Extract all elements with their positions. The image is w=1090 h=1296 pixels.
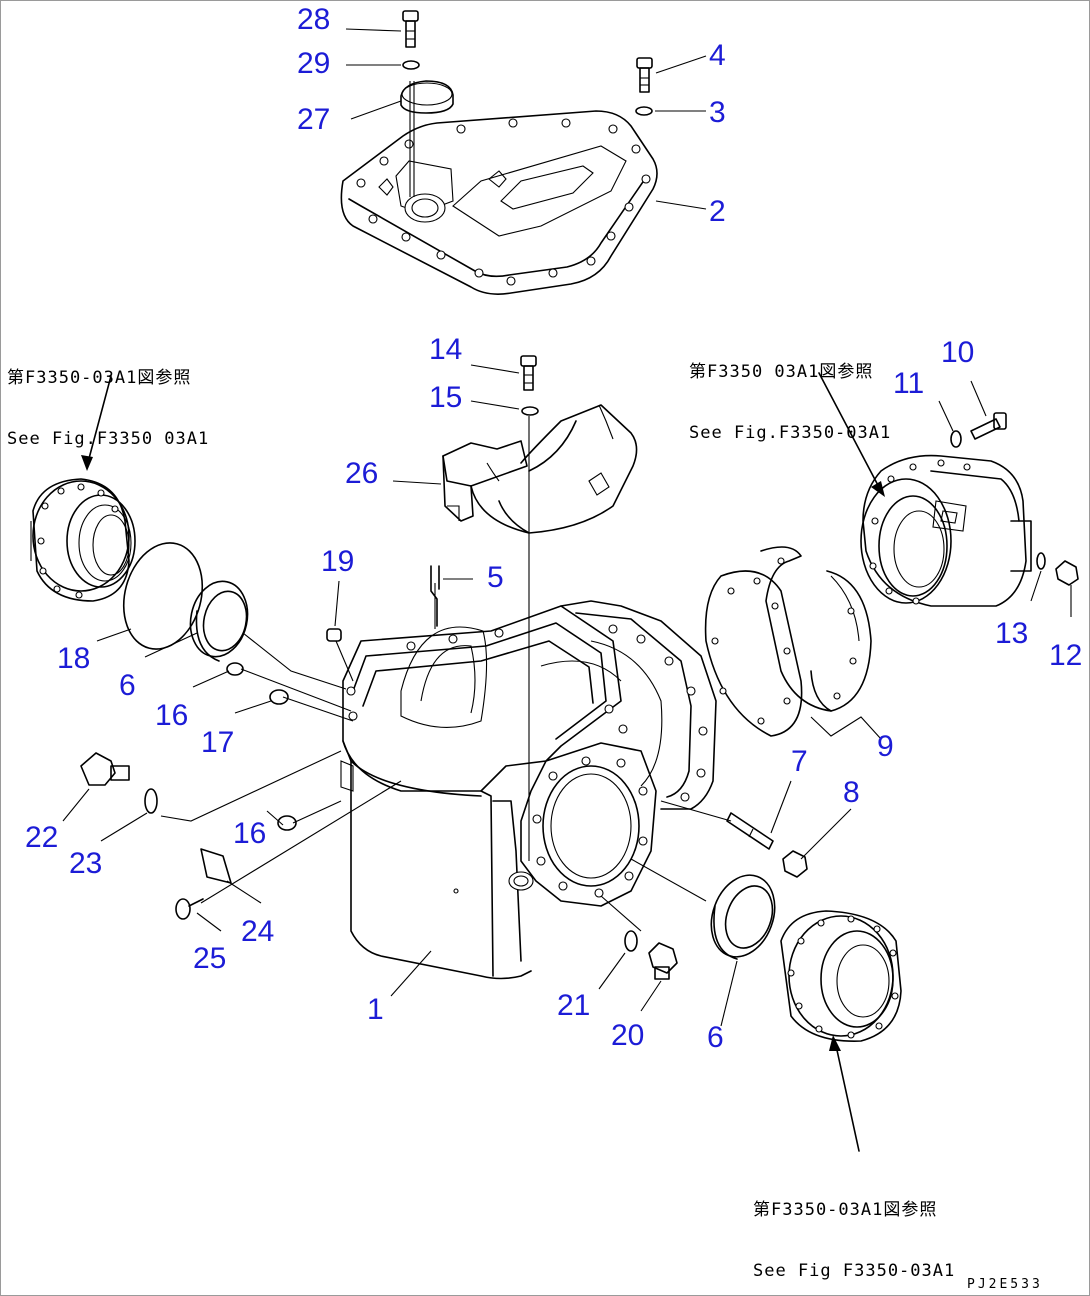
callout-17: 17 xyxy=(201,726,235,759)
callout-19: 19 xyxy=(321,545,355,578)
washer-part-3 xyxy=(635,106,653,116)
callout-16-lower: 16 xyxy=(233,817,267,850)
nameplate-part-24 xyxy=(200,848,232,884)
reference-arrows xyxy=(81,372,885,1152)
top-cover-part-2 xyxy=(340,110,658,295)
cover-bolt-holes xyxy=(356,118,651,286)
callout-8: 8 xyxy=(843,776,860,809)
plug-part-16-upper xyxy=(226,662,244,676)
level-gauge-part-5 xyxy=(430,565,440,627)
callout-25: 25 xyxy=(193,942,227,975)
callout-11: 11 xyxy=(893,367,925,400)
washer-part-11 xyxy=(950,430,962,448)
bolt-part-28 xyxy=(402,10,419,48)
callout-29: 29 xyxy=(297,47,331,80)
callout-10: 10 xyxy=(941,336,975,369)
rivet-part-25 xyxy=(175,898,204,920)
left-hub-assembly xyxy=(30,478,136,602)
callout-9: 9 xyxy=(877,730,894,763)
reference-right-top-line1: 第F3350 03A1図参照 xyxy=(689,361,874,382)
plug-part-20 xyxy=(648,942,678,980)
washer-part-15 xyxy=(521,406,539,416)
plug-part-12 xyxy=(1055,560,1079,586)
gasket-part-21 xyxy=(624,930,638,952)
flange-bolt-holes xyxy=(532,756,648,898)
callout-26: 26 xyxy=(345,457,379,490)
o-ring-part-18 xyxy=(122,542,204,650)
main-housing-part-1 xyxy=(340,600,717,980)
seal-part-6-right xyxy=(710,874,776,960)
plug-part-19 xyxy=(326,628,342,642)
callout-22: 22 xyxy=(25,821,59,854)
stud-part-7 xyxy=(726,812,774,850)
callout-13: 13 xyxy=(995,617,1029,650)
callout-14: 14 xyxy=(429,333,463,366)
washer-part-29 xyxy=(402,60,420,70)
callout-1: 1 xyxy=(367,993,384,1026)
nut-part-8 xyxy=(782,850,808,878)
washer-part-13 xyxy=(1036,552,1046,570)
callout-15: 15 xyxy=(429,381,463,414)
callout-6-right: 6 xyxy=(707,1021,724,1054)
callout-28: 28 xyxy=(297,3,331,36)
reference-left-line1: 第F3350-03A1図参照 xyxy=(7,367,192,388)
bolt-part-4 xyxy=(636,57,653,93)
reference-note-left: 第F3350-03A1図参照 See Fig.F3350 03A1 xyxy=(7,327,209,490)
callout-24: 24 xyxy=(241,915,275,948)
reference-note-right-top: 第F3350 03A1図参照 See Fig.F3350-03A1 xyxy=(689,321,891,484)
callout-21: 21 xyxy=(557,989,591,1022)
callout-3: 3 xyxy=(709,96,726,129)
bolt-part-14 xyxy=(520,355,537,391)
plug-part-16-lower xyxy=(277,815,297,831)
right-hub-assembly-upper xyxy=(860,454,1032,607)
guide-bracket-part-26 xyxy=(442,404,638,534)
callout-6-left: 6 xyxy=(119,669,136,702)
plug-part-17 xyxy=(269,689,289,705)
shims-part-9 xyxy=(704,546,872,737)
reference-right-bottom-line2: See Fig F3350-03A1 xyxy=(753,1260,956,1281)
right-hub-assembly-lower xyxy=(780,910,902,1042)
callout-20: 20 xyxy=(611,1019,645,1052)
reference-left-line2: See Fig.F3350 03A1 xyxy=(7,428,210,449)
figure-code: PJ2E533 xyxy=(967,1277,1043,1292)
plug-part-22 xyxy=(80,752,130,786)
seal-part-6-left xyxy=(189,580,249,662)
callout-4: 4 xyxy=(709,39,726,72)
reference-note-right-bottom: 第F3350-03A1図参照 See Fig F3350-03A1 xyxy=(753,1159,956,1295)
callout-16-upper: 16 xyxy=(155,699,189,732)
breather-cap-part-27 xyxy=(400,80,454,197)
bolt-part-10 xyxy=(970,412,1007,440)
callout-18: 18 xyxy=(57,642,91,675)
callout-12: 12 xyxy=(1049,639,1083,672)
gasket-part-23 xyxy=(144,788,158,814)
reference-right-bottom-line1: 第F3350-03A1図参照 xyxy=(753,1199,938,1220)
callout-2: 2 xyxy=(709,195,726,228)
reference-right-top-line2: See Fig.F3350-03A1 xyxy=(689,422,892,443)
callout-23: 23 xyxy=(69,847,103,880)
callout-7: 7 xyxy=(791,745,808,778)
callout-27: 27 xyxy=(297,103,331,136)
leader-lines xyxy=(62,28,1072,1027)
callout-5: 5 xyxy=(487,561,504,594)
case-bolt-holes xyxy=(346,624,708,802)
